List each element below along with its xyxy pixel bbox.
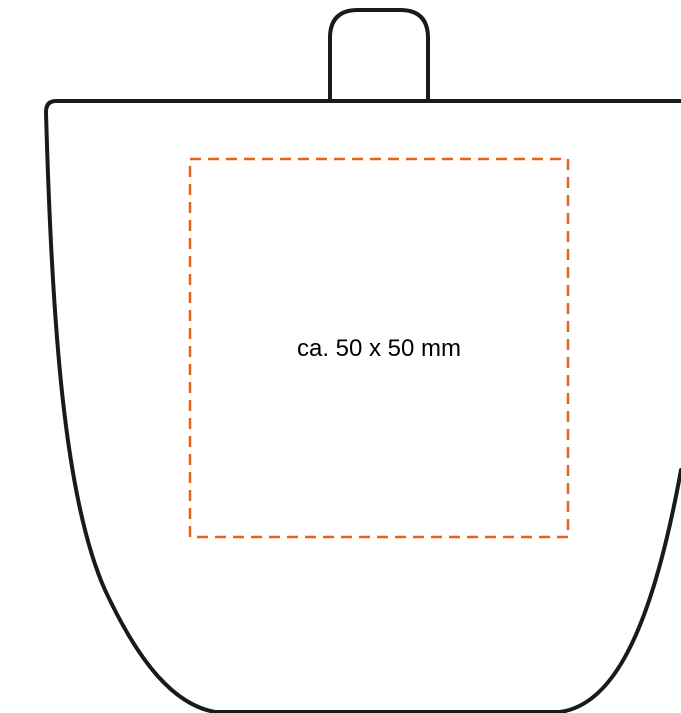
print-area-dimension-label: ca. 50 x 50 mm <box>297 335 461 362</box>
product-body-outline <box>44 99 681 713</box>
print-area-border <box>188 157 570 539</box>
product-top-tab <box>328 8 430 103</box>
